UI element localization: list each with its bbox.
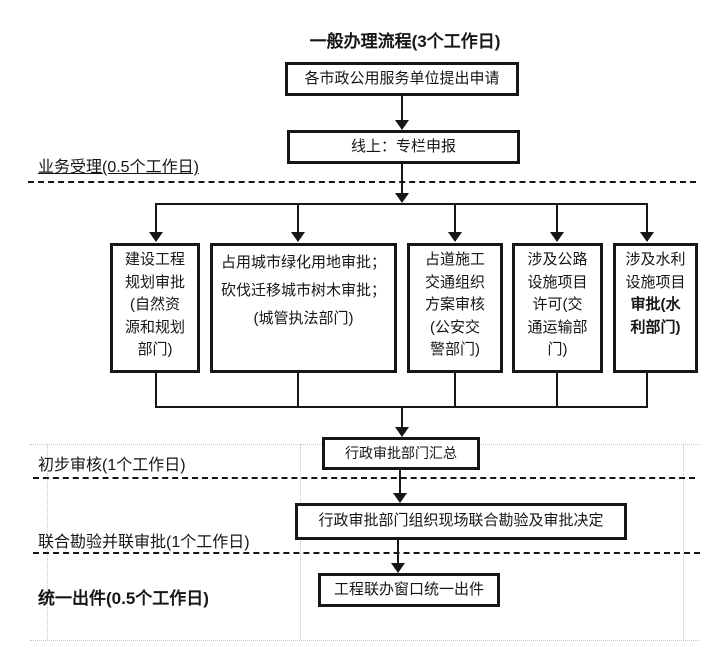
node-dept-highway: 涉及公路 设施项目 许可(交 通运输部 门) <box>512 243 603 373</box>
branch-line-top <box>155 203 648 205</box>
phase-label-issue: 统一出件(0.5个工作日) <box>38 589 209 608</box>
node-online-label: 线上：专栏申报 <box>350 137 456 155</box>
connector-line <box>399 470 401 494</box>
node-dept-highway-label: 涉及公路 设施项目 许可(交 通运输部 门) <box>527 251 588 358</box>
connector-line <box>397 540 399 565</box>
phase-label-review: 初步审核(1个工作日) <box>38 457 186 474</box>
phase-divider-3 <box>33 552 700 554</box>
arrow-down-icon <box>393 493 407 503</box>
connector-line <box>297 203 299 233</box>
flowchart-title: 一般办理流程(3个工作日) <box>309 32 501 51</box>
table-gridline-v3 <box>683 444 684 640</box>
connector-line <box>401 164 403 194</box>
node-online: 线上：专栏申报 <box>287 130 520 164</box>
node-dept-greening-label: 占用城市绿化用地审批； 砍伐迁移城市树木审批； (城管执法部门) <box>220 254 386 327</box>
connector-line <box>401 406 403 428</box>
connector-line <box>646 203 648 233</box>
node-joint-inspection-label: 行政审批部门组织现场联合勘验及审批决定 <box>318 512 604 530</box>
arrow-down-icon <box>395 193 409 203</box>
node-dept-water-label-normal: 涉及水利 设施项目 <box>625 251 686 291</box>
connector-line <box>556 203 558 233</box>
table-gridline-v1 <box>47 444 48 640</box>
connector-line <box>401 96 403 122</box>
node-dept-planning-label: 建设工程 规划审批 (自然资 源和规划 部门) <box>124 251 185 358</box>
phase-divider-1 <box>28 181 696 183</box>
arrow-down-icon <box>448 232 462 242</box>
node-apply: 各市政公用服务单位提出申请 <box>285 62 519 96</box>
node-dept-planning: 建设工程 规划审批 (自然资 源和规划 部门) <box>110 243 200 373</box>
phase-label-accept: 业务受理(0.5个工作日) <box>38 159 199 176</box>
node-apply-label: 各市政公用服务单位提出申请 <box>304 69 500 87</box>
table-gridline-h2 <box>30 640 700 641</box>
connector-line <box>646 373 648 408</box>
arrow-down-icon <box>640 232 654 242</box>
node-summary-label: 行政审批部门汇总 <box>345 445 457 462</box>
node-dept-greening: 占用城市绿化用地审批； 砍伐迁移城市树木审批； (城管执法部门) <box>210 243 397 373</box>
table-gridline-v2 <box>300 444 301 640</box>
arrow-down-icon <box>291 232 305 242</box>
arrow-down-icon <box>149 232 163 242</box>
node-dept-water-label-bold: 审批(水 利部门) <box>630 296 681 336</box>
node-issue-window: 工程联办窗口统一出件 <box>318 573 500 607</box>
arrow-down-icon <box>395 427 409 437</box>
connector-line <box>155 373 157 408</box>
connector-line <box>556 373 558 408</box>
node-joint-inspection: 行政审批部门组织现场联合勘验及审批决定 <box>295 503 627 540</box>
arrow-down-icon <box>391 563 405 573</box>
node-issue-window-label: 工程联办窗口统一出件 <box>333 580 484 598</box>
connector-line <box>297 373 299 408</box>
connector-line <box>454 203 456 233</box>
node-dept-traffic: 占道施工 交通组织 方案审核 (公安交 警部门) <box>407 243 503 373</box>
phase-divider-2 <box>33 477 695 479</box>
node-dept-water: 涉及水利 设施项目 审批(水 利部门) <box>613 243 698 373</box>
arrow-down-icon <box>550 232 564 242</box>
node-dept-traffic-label: 占道施工 交通组织 方案审核 (公安交 警部门) <box>424 251 485 358</box>
node-summary: 行政审批部门汇总 <box>322 437 480 470</box>
phase-label-joint: 联合勘验并联审批(1个工作日) <box>38 534 250 551</box>
arrow-down-icon <box>395 120 409 130</box>
connector-line <box>155 203 157 233</box>
connector-line <box>454 373 456 408</box>
